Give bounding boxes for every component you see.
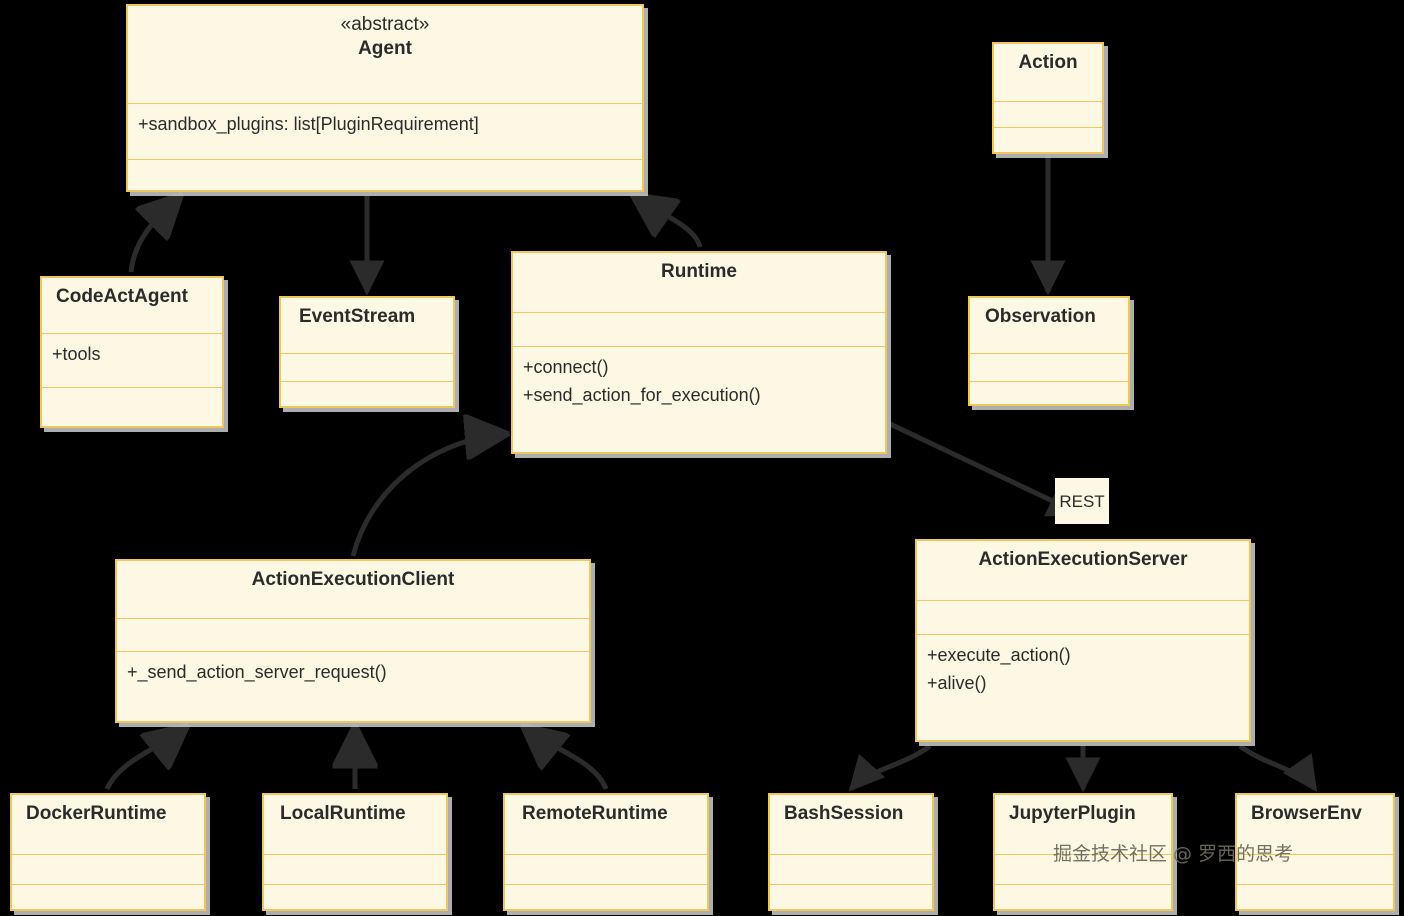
class-attributes-runtime (513, 313, 885, 347)
edge-runtime-actionexecutionclient (350, 434, 506, 557)
class-methods-action (994, 128, 1102, 152)
class-header-actionexecutionserver: ActionExecutionServer (917, 541, 1249, 601)
watermark: 掘金技术社区 @ 罗西的思考 (1053, 843, 1294, 865)
class-header-localruntime: LocalRuntime (264, 795, 446, 855)
class-name: Agent (358, 37, 412, 59)
class-header-agent: «abstract» Agent (128, 6, 642, 104)
edge-label-rest: REST (1055, 478, 1109, 524)
class-methods-actionexecutionclient: +_send_action_server_request() (117, 652, 589, 723)
class-header-observation: Observation (970, 298, 1128, 354)
class-header-jupyterplugin: JupyterPlugin (995, 795, 1171, 855)
class-methods-remoteruntime (505, 885, 707, 911)
class-methods-observation (970, 382, 1128, 406)
edge-server-bashsession (848, 743, 932, 792)
class-attributes-browserenv (1237, 855, 1393, 885)
class-attributes-action (994, 102, 1102, 128)
class-method-row: +execute_action() (927, 645, 1071, 665)
class-header-eventstream: EventStream (281, 298, 453, 354)
class-box-dockerruntime[interactable]: DockerRuntime (10, 793, 206, 911)
class-attributes-remoteruntime (505, 855, 707, 885)
class-methods-eventstream (281, 382, 453, 408)
class-name: Observation (985, 306, 1096, 327)
class-attributes-localruntime (264, 855, 446, 885)
class-box-localruntime[interactable]: LocalRuntime (262, 793, 448, 911)
class-name: JupyterPlugin (1009, 803, 1136, 824)
class-name: BashSession (784, 803, 904, 824)
class-attributes-agent: +sandbox_plugins: list[PluginRequirement… (128, 104, 642, 160)
class-header-bashsession: BashSession (770, 795, 932, 855)
class-name: LocalRuntime (280, 803, 406, 824)
class-name: BrowserEnv (1251, 803, 1362, 824)
class-box-actionexecutionserver[interactable]: ActionExecutionServer +execute_action() … (915, 539, 1251, 742)
class-attributes-jupyterplugin (995, 855, 1171, 885)
class-method-row: +_send_action_server_request() (127, 662, 387, 682)
edge-agent-runtime (634, 196, 703, 248)
class-box-bashsession[interactable]: BashSession (768, 793, 934, 911)
class-attributes-codeactagent: +tools (42, 334, 222, 388)
class-name: EventStream (299, 306, 416, 327)
class-name: DockerRuntime (26, 803, 167, 824)
class-box-codeactagent[interactable]: CodeActAgent +tools (40, 276, 224, 428)
class-name: ActionExecutionClient (251, 569, 455, 590)
class-box-observation[interactable]: Observation (968, 296, 1130, 406)
class-box-actionexecutionclient[interactable]: ActionExecutionClient +_send_action_serv… (115, 559, 591, 723)
class-name: RemoteRuntime (522, 803, 668, 824)
class-header-dockerruntime: DockerRuntime (12, 795, 204, 855)
class-attributes-dockerruntime (12, 855, 204, 885)
class-name: Runtime (661, 261, 737, 282)
class-header-remoteruntime: RemoteRuntime (505, 795, 707, 855)
class-method-row: +alive() (927, 672, 987, 693)
edge-client-dockerruntime (104, 727, 186, 791)
edge-agent-codeactagent (128, 196, 180, 273)
class-attributes-actionexecutionserver (917, 601, 1249, 635)
class-header-runtime: Runtime (513, 253, 885, 313)
class-box-browserenv[interactable]: BrowserEnv (1235, 793, 1395, 911)
class-methods-jupyterplugin (995, 885, 1171, 911)
class-methods-dockerruntime (12, 885, 204, 911)
class-methods-codeactagent (42, 388, 222, 426)
edge-runtime-actionexecutionserver (888, 421, 1084, 517)
class-methods-actionexecutionserver: +execute_action() +alive() (917, 635, 1249, 742)
class-box-agent[interactable]: «abstract» Agent +sandbox_plugins: list[… (126, 4, 644, 192)
class-header-codeactagent: CodeActAgent (42, 278, 222, 334)
class-method-row: +connect() (523, 357, 609, 377)
class-attributes-actionexecutionclient (117, 619, 589, 652)
class-attributes-bashsession (770, 855, 932, 885)
class-box-action[interactable]: Action (992, 42, 1104, 154)
class-attribute-row: +sandbox_plugins: list[PluginRequirement… (138, 114, 479, 134)
class-methods-localruntime (264, 885, 446, 911)
class-methods-bashsession (770, 885, 932, 911)
class-box-eventstream[interactable]: EventStream (279, 296, 455, 408)
class-box-runtime[interactable]: Runtime +connect() +send_action_for_exec… (511, 251, 887, 454)
class-name: CodeActAgent (56, 286, 188, 307)
class-methods-agent (128, 160, 642, 190)
class-method-row: +send_action_for_execution() (523, 384, 761, 405)
class-box-jupyterplugin[interactable]: JupyterPlugin (993, 793, 1173, 911)
class-header-action: Action (994, 44, 1102, 102)
class-box-remoteruntime[interactable]: RemoteRuntime (503, 793, 709, 911)
class-attributes-eventstream (281, 354, 453, 382)
class-methods-runtime: +connect() +send_action_for_execution() (513, 347, 885, 454)
class-name: Action (1018, 52, 1078, 73)
class-name: ActionExecutionServer (978, 549, 1188, 570)
class-stereotype: «abstract» (340, 14, 430, 35)
class-header-actionexecutionclient: ActionExecutionClient (117, 561, 589, 619)
edge-client-remoteruntime (524, 727, 609, 791)
edge-server-browserenv (1238, 743, 1318, 792)
class-header-browserenv: BrowserEnv (1237, 795, 1393, 855)
class-attributes-observation (970, 354, 1128, 382)
class-attribute-row: +tools (52, 344, 101, 364)
class-methods-browserenv (1237, 885, 1393, 911)
